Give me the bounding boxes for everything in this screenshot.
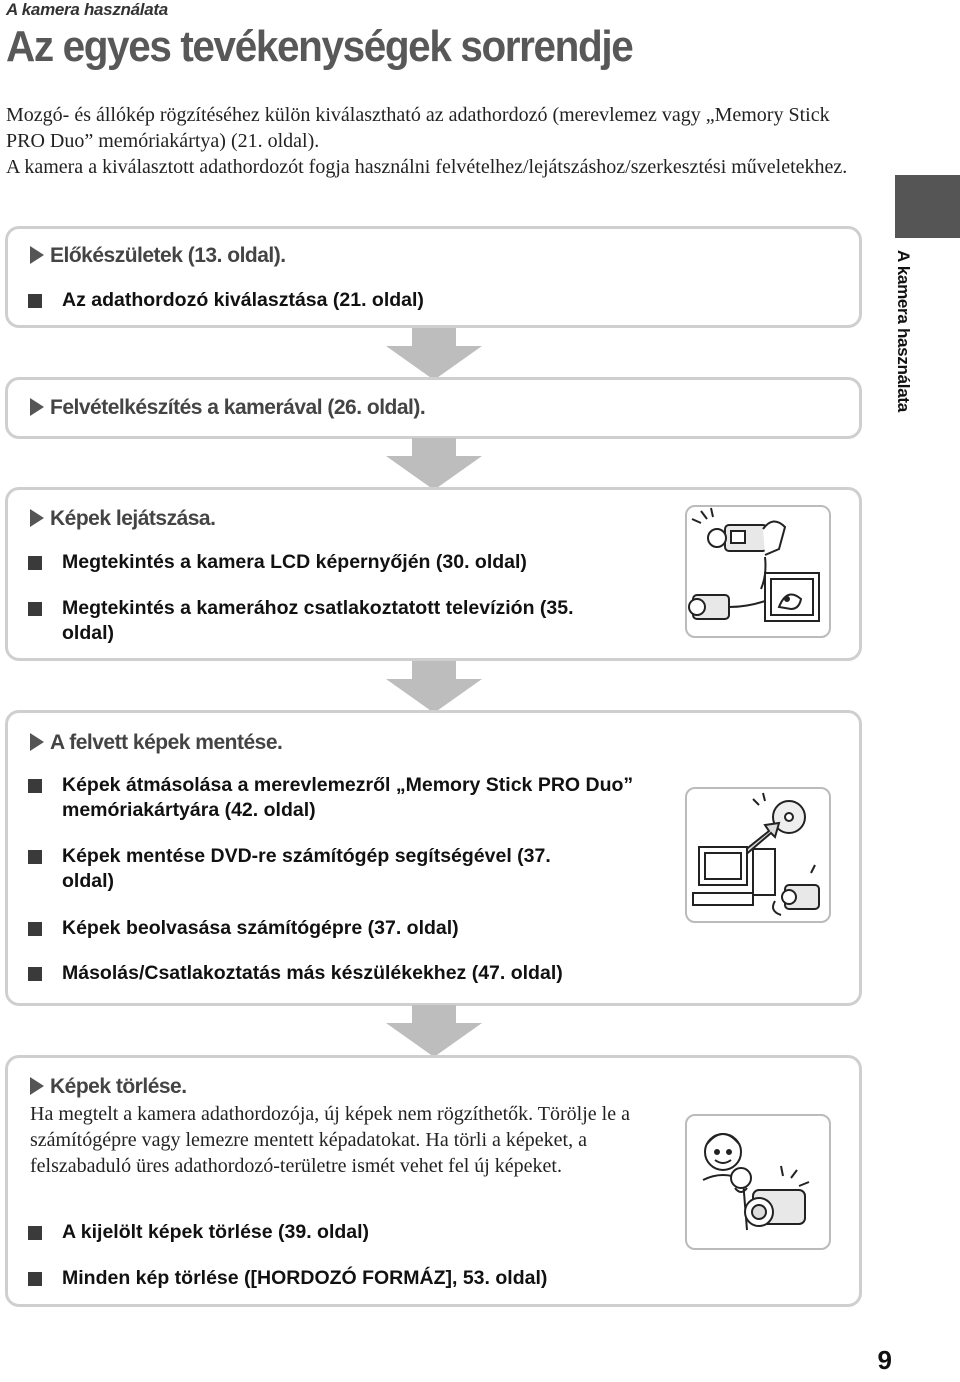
- step-head-playback[interactable]: Képek lejátszása.: [30, 507, 215, 531]
- square-bullet-icon: [28, 294, 42, 308]
- side-tab-label: A kamera használata: [893, 250, 923, 420]
- item-view-tv[interactable]: Megtekintés a kamerához csatlakoztatott …: [62, 596, 622, 646]
- item-delete-selected[interactable]: A kijelölt képek törlése (39. oldal): [62, 1220, 622, 1245]
- page-number: 9: [878, 1345, 892, 1376]
- square-bullet-icon: [28, 850, 42, 864]
- item-view-lcd[interactable]: Megtekintés a kamera LCD képernyőjén (30…: [62, 550, 652, 575]
- flow-arrow-icon: [384, 328, 484, 380]
- square-bullet-icon: [28, 779, 42, 793]
- camera-tv-icon: [687, 507, 829, 636]
- step-head-preparation[interactable]: Előkészületek (13. oldal).: [30, 244, 286, 268]
- item-copy-to-memory-stick[interactable]: Képek átmásolása a merevlemezről „Memory…: [62, 773, 642, 823]
- intro-text: Mozgó- és állókép rögzítéséhez külön kiv…: [6, 102, 866, 180]
- square-bullet-icon: [28, 922, 42, 936]
- triangle-icon: [30, 246, 44, 264]
- computer-dvd-icon: [687, 789, 829, 921]
- triangle-icon: [30, 733, 44, 751]
- save-illustration: [685, 787, 831, 923]
- square-bullet-icon: [28, 556, 42, 570]
- item-delete-all[interactable]: Minden kép törlése ([HORDOZÓ FORMÁZ], 53…: [62, 1266, 682, 1291]
- step-head-save[interactable]: A felvett képek mentése.: [30, 731, 282, 755]
- running-head: A kamera használata: [6, 0, 168, 20]
- square-bullet-icon: [28, 602, 42, 616]
- item-copy-connect-devices[interactable]: Másolás/Csatlakoztatás más készülékekhez…: [62, 961, 682, 986]
- triangle-icon: [30, 398, 44, 416]
- triangle-icon: [30, 509, 44, 527]
- step-head-recording[interactable]: Felvételkészítés a kamerával (26. oldal)…: [30, 396, 425, 420]
- item-select-media[interactable]: Az adathordozó kiválasztása (21. oldal): [62, 288, 822, 313]
- intro-paragraph-2: A kamera a kiválasztott adathordozót fog…: [6, 154, 866, 180]
- intro-paragraph-1: Mozgó- és állókép rögzítéséhez külön kiv…: [6, 102, 866, 154]
- delete-illustration: [685, 1114, 831, 1250]
- square-bullet-icon: [28, 1226, 42, 1240]
- family-camera-icon: [687, 1116, 829, 1248]
- playback-illustration: [685, 505, 831, 638]
- delete-description: Ha megtelt a kamera adathordozója, új ké…: [30, 1101, 630, 1179]
- triangle-icon: [30, 1077, 44, 1095]
- item-import-computer[interactable]: Képek beolvasása számítógépre (37. oldal…: [62, 916, 662, 941]
- square-bullet-icon: [28, 1272, 42, 1286]
- flow-arrow-icon: [384, 438, 484, 490]
- page-title: Az egyes tevékenységek sorrendje: [6, 22, 632, 72]
- flow-arrow-icon: [384, 1005, 484, 1057]
- step-head-delete[interactable]: Képek törlése.: [30, 1075, 187, 1099]
- side-tab-marker: [895, 175, 960, 238]
- item-save-dvd[interactable]: Képek mentése DVD-re számítógép segítség…: [62, 844, 582, 894]
- flow-arrow-icon: [384, 661, 484, 713]
- square-bullet-icon: [28, 967, 42, 981]
